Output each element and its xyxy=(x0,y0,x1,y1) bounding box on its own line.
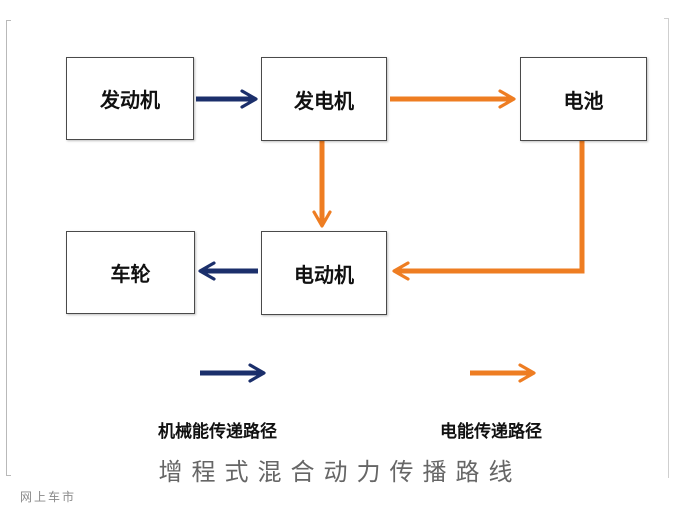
arrow-battery-to-motor xyxy=(392,141,585,281)
engine-label: 发动机 xyxy=(100,88,160,112)
generator-label: 发电机 xyxy=(294,88,354,113)
wheels-label: 车轮 xyxy=(110,262,151,286)
motor-node: 电动机 xyxy=(261,231,387,315)
watermark: 网上车市 xyxy=(20,490,77,504)
battery-node: 电池 xyxy=(520,57,647,141)
motor-label: 电动机 xyxy=(294,262,354,287)
diagram-caption: 增程式混合动力传播路线 xyxy=(158,458,522,486)
frame-right-edge xyxy=(668,18,669,478)
wheels-node: 车轮 xyxy=(66,231,195,314)
generator-node: 发电机 xyxy=(261,57,387,141)
legend-electrical-label: 电能传递路径 xyxy=(440,422,542,442)
frame-top-left-tick xyxy=(6,20,11,21)
frame-left-edge xyxy=(6,20,7,476)
battery-label: 电池 xyxy=(563,88,604,113)
frame-bottom-left-tick xyxy=(6,475,11,476)
engine-node: 发动机 xyxy=(66,57,194,140)
legend-mechanical-label: 机械能传递路径 xyxy=(158,422,277,442)
frame-top-right-tick xyxy=(664,18,669,19)
